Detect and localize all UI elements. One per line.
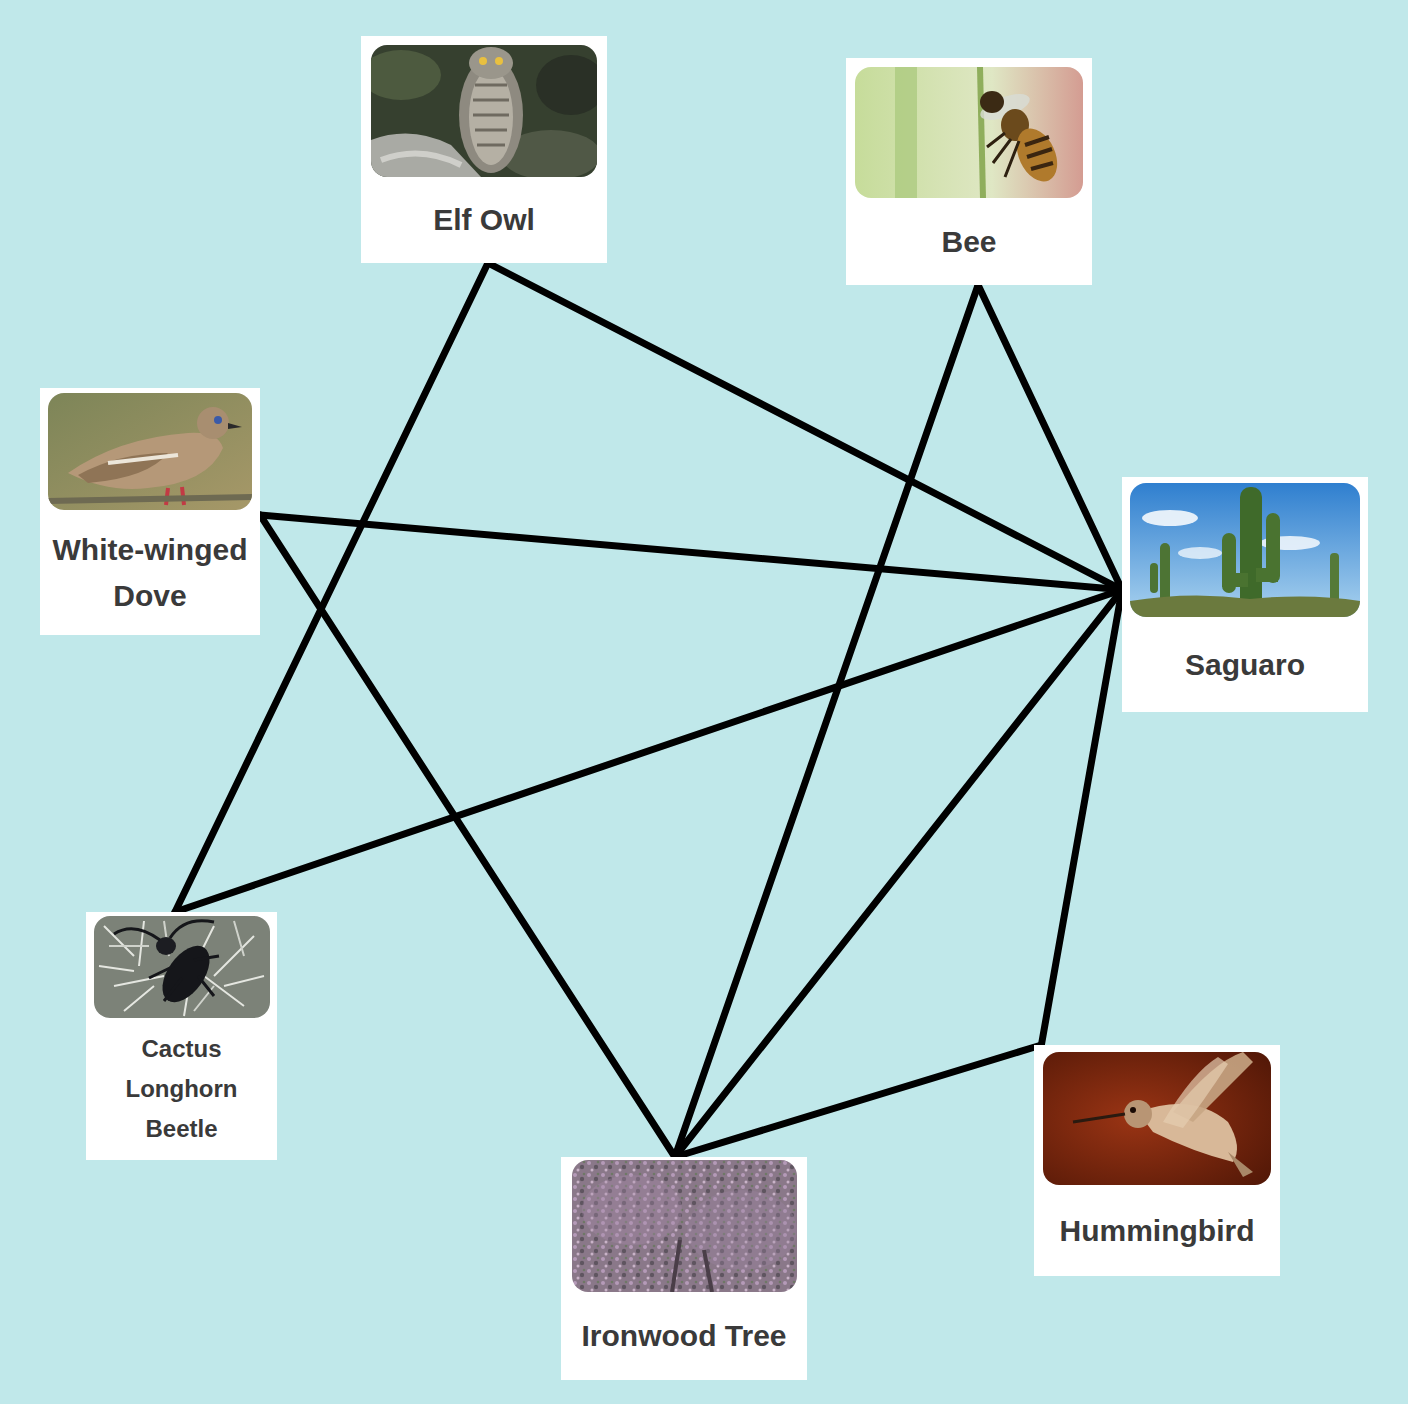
- photo-detail: [469, 47, 513, 79]
- photo-detail: [197, 407, 229, 439]
- photo-detail: [980, 91, 1004, 113]
- photo-detail: [495, 57, 503, 65]
- photo-detail: [214, 416, 222, 424]
- photo-detail: [1130, 1107, 1136, 1113]
- photo-detail: [1163, 1057, 1228, 1128]
- photo-detail: [572, 1160, 797, 1292]
- relationship-line: [175, 590, 1122, 912]
- species-name: Bee: [846, 198, 1092, 285]
- photo-detail: [1178, 547, 1222, 559]
- hummingbird-photo: [1043, 1052, 1271, 1185]
- photo-detail: [68, 433, 223, 489]
- photo-detail: [1130, 483, 1360, 617]
- photo-detail: [895, 67, 917, 198]
- photo-detail: [1130, 595, 1360, 617]
- photo-detail: [1256, 568, 1278, 582]
- species-name: Cactus Longhorn Beetle: [86, 1018, 277, 1160]
- photo-detail: [371, 50, 441, 100]
- photo-detail: [152, 937, 218, 1010]
- photo-detail: [371, 45, 597, 177]
- photo-detail: [987, 133, 1019, 177]
- photo-detail: [1043, 1052, 1271, 1185]
- photo-detail: [855, 67, 1083, 198]
- relationship-line: [1041, 590, 1122, 1045]
- species-card: White-winged Dove: [40, 388, 260, 635]
- relationship-line: [260, 515, 1122, 590]
- species-card: Saguaro: [1122, 477, 1368, 712]
- photo-detail: [99, 921, 264, 1016]
- photo-detail: [1073, 1114, 1125, 1122]
- photo-detail: [94, 916, 270, 1018]
- species-name: Hummingbird: [1034, 1185, 1280, 1276]
- photo-detail: [109, 921, 244, 1011]
- saguaro-photo: [1130, 483, 1360, 617]
- photo-detail: [108, 455, 178, 463]
- photo-detail: [572, 1160, 797, 1292]
- photo-detail: [1142, 510, 1198, 526]
- species-name: Ironwood Tree: [561, 1292, 807, 1380]
- photo-detail: [855, 67, 1083, 198]
- species-card: Hummingbird: [1034, 1045, 1280, 1276]
- beetle-photo: [94, 916, 270, 1018]
- photo-detail: [672, 1240, 712, 1292]
- photo-detail: [980, 67, 983, 198]
- photo-detail: [1150, 563, 1158, 593]
- photo-detail: [48, 497, 252, 501]
- photo-detail: [1124, 1100, 1152, 1128]
- photo-detail: [1228, 1152, 1253, 1177]
- species-card: Cactus Longhorn Beetle: [86, 912, 277, 1160]
- relationship-line: [675, 285, 978, 1157]
- bee-photo: [855, 67, 1083, 198]
- relationship-line: [978, 285, 1122, 590]
- species-name: Elf Owl: [361, 177, 607, 263]
- photo-detail: [469, 69, 513, 165]
- photo-detail: [1240, 487, 1262, 617]
- photo-detail: [1130, 483, 1360, 617]
- photo-detail: [48, 393, 252, 510]
- species-card: Ironwood Tree: [561, 1157, 807, 1380]
- photo-detail: [114, 921, 214, 940]
- photo-detail: [48, 393, 252, 510]
- relationship-line: [260, 515, 675, 1157]
- photo-detail: [94, 916, 270, 1018]
- photo-detail: [1009, 122, 1065, 188]
- photo-detail: [479, 57, 487, 65]
- owl-photo: [371, 45, 597, 177]
- dove-photo: [48, 393, 252, 510]
- species-card: Bee: [846, 58, 1092, 285]
- photo-detail: [582, 1175, 682, 1245]
- photo-detail: [381, 154, 461, 165]
- species-name: White-winged Dove: [40, 510, 260, 635]
- photo-detail: [1222, 573, 1248, 587]
- relationship-line: [675, 1045, 1041, 1157]
- photo-detail: [149, 956, 219, 1001]
- photo-detail: [473, 85, 509, 145]
- photo-detail: [228, 423, 242, 429]
- photo-detail: [1025, 137, 1053, 169]
- species-name: Saguaro: [1122, 617, 1368, 712]
- photo-detail: [1043, 1052, 1271, 1185]
- ironwood-photo: [572, 1160, 797, 1292]
- photo-detail: [536, 55, 597, 115]
- species-card: Elf Owl: [361, 36, 607, 263]
